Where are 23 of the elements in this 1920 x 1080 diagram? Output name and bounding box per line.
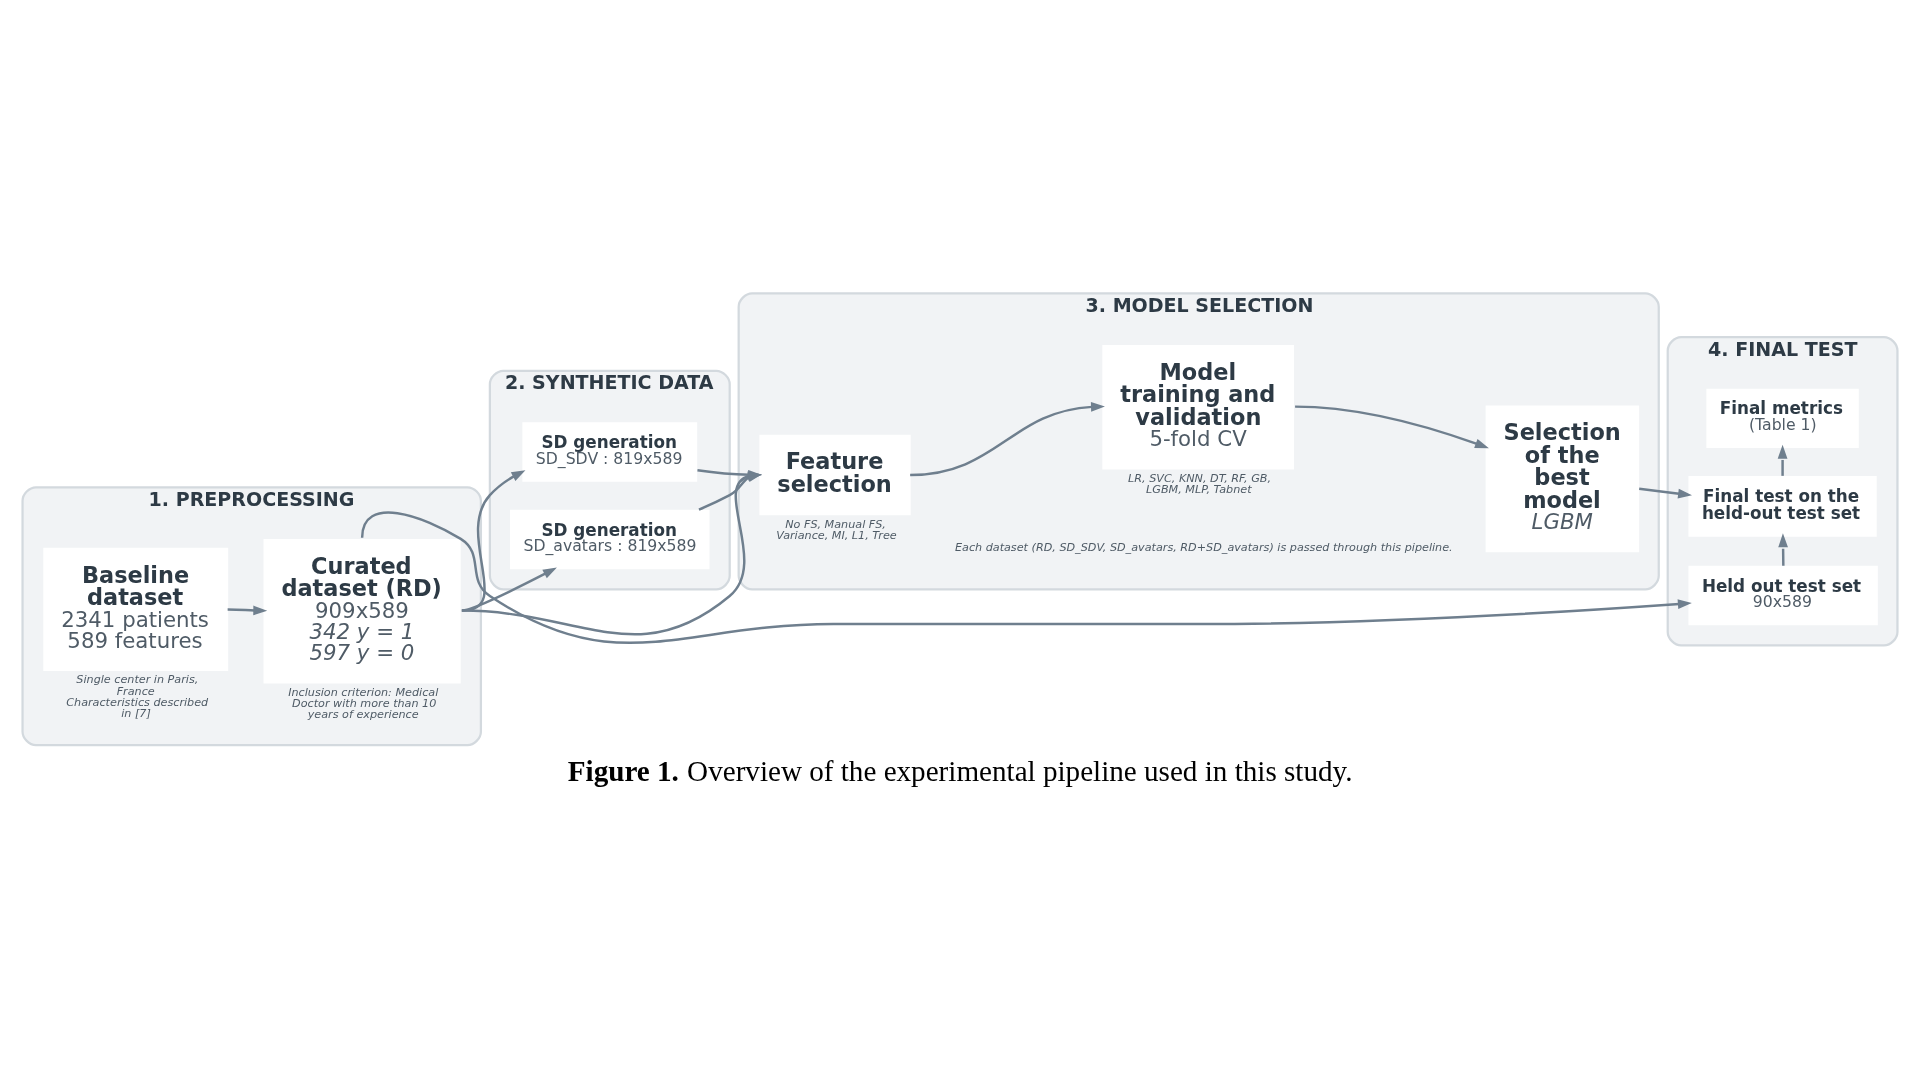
node-label: Characteristics described in [7] <box>66 695 209 721</box>
node-box: Baseline dataset 2341 patients 589 features <box>43 547 229 672</box>
arrow <box>1295 405 1489 449</box>
node-label: Inclusion criterion: Medical Doctor with more than 10 years of experience <box>288 685 439 722</box>
node-box: Feature selection <box>759 434 911 516</box>
arrow <box>1778 533 1788 566</box>
node-box: Model training and validation 5-fold CV <box>1102 345 1294 470</box>
arrow <box>227 605 268 616</box>
node-box: Selection of the best model LGBM <box>1485 405 1640 553</box>
node-box: Final metrics (Table 1) <box>1706 388 1859 449</box>
node-box: Final test on the held-out test set <box>1688 476 1877 537</box>
node-label: Single center in Paris, France <box>76 673 199 698</box>
node-label: LR, SVC, KNN, DT, RF, GB, LGBM, MLP, Tabnet <box>1128 471 1272 496</box>
node-box: SD generation SD_SDV : 819x589 <box>522 422 698 482</box>
label: Each dataset (RD, SD_SDV, SD_avatars, RD+SD_avatars) is passed through this pipeline. <box>954 540 1453 554</box>
node-box: SD generation SD_avatars : 819x589 <box>510 509 710 570</box>
caption: Figure 1. Overview of the experimental pipeline used in this study. <box>567 754 1353 787</box>
node-label: No FS, Manual FS, Variance, MI, L1, Tree <box>776 517 897 542</box>
arrow <box>1777 444 1788 476</box>
arrow <box>910 402 1105 477</box>
node-box: Curated dataset (RD) 909x589 342 y = 1 597 y = 0 <box>263 538 461 684</box>
arrow <box>1639 487 1692 499</box>
node-box: Held out test set 90x589 <box>1688 565 1878 626</box>
